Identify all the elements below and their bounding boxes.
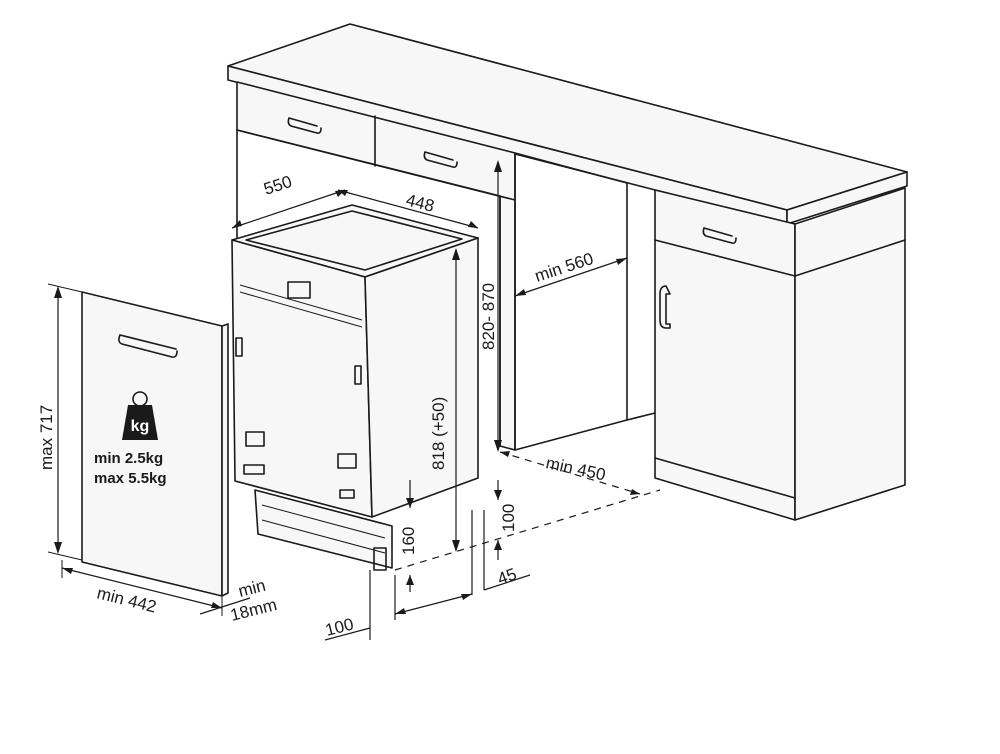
niche-back-wall xyxy=(514,152,628,451)
label-niche-depth: min 560 xyxy=(532,249,595,286)
right-cabinet-front xyxy=(654,189,796,521)
label-panel-thickness-value: 18mm xyxy=(228,595,278,625)
dishwasher xyxy=(231,204,479,571)
label-appliance-height: 818 (+50) xyxy=(429,397,448,470)
label-plinth-height-2: 100 xyxy=(499,504,518,532)
door-handle-icon xyxy=(659,285,671,329)
right-cabinet-side xyxy=(794,187,906,521)
label-panel-width: min 442 xyxy=(95,583,158,616)
svg-text:kg: kg xyxy=(131,418,150,435)
weight-min-label: min 2.5kg xyxy=(94,450,163,467)
label-width: 448 xyxy=(404,190,436,215)
dimension-lines xyxy=(47,160,661,641)
worktop-side xyxy=(786,171,908,225)
panel-front xyxy=(81,291,223,597)
label-niche-height: 820- 870 xyxy=(479,283,498,350)
dishwasher-side xyxy=(364,237,479,518)
label-plinth-height: 160 xyxy=(399,527,418,555)
drawer-handle-icon xyxy=(287,117,322,134)
decor-panel: kg min 2.5kg max 5.5kg xyxy=(81,291,229,597)
panel-handle-icon xyxy=(118,334,178,358)
label-niche-width: min 450 xyxy=(544,453,607,484)
weight-icon: kg xyxy=(122,391,158,440)
kitchen-cabinets xyxy=(227,23,908,521)
label-panel-height: max 717 xyxy=(37,405,56,470)
label-depth: 550 xyxy=(261,172,294,199)
bracket xyxy=(287,281,311,299)
weight-max-label: max 5.5kg xyxy=(94,470,167,487)
drawer-handle-icon xyxy=(423,151,458,168)
label-plinth-offset: 100 xyxy=(323,615,355,640)
dishwasher-plinth xyxy=(254,489,393,569)
drawer-handle-icon xyxy=(702,227,737,244)
panel-edge xyxy=(221,323,229,597)
